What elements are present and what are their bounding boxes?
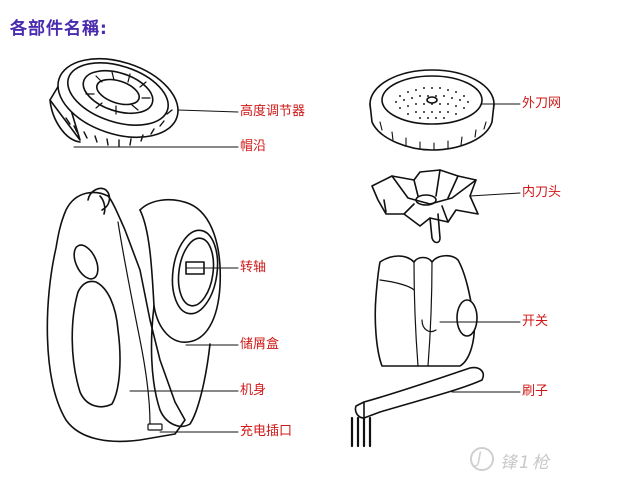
label-inner-blade: 内刀头 (522, 185, 562, 200)
label-lint-box: 储屑盒 (240, 337, 280, 352)
shaver-body-illustration (46, 187, 222, 443)
label-charging-port: 充电插口 (240, 424, 293, 439)
label-switch: 开关 (522, 314, 549, 329)
inner-blade-illustration (371, 169, 479, 244)
label-cap-brim: 帽沿 (240, 139, 267, 154)
label-brush: 刷子 (522, 384, 549, 399)
label-rotating-shaft: 转轴 (240, 260, 267, 275)
height-adjuster-illustration (49, 57, 179, 147)
parts-title: 各部件名稱: (10, 19, 108, 39)
brush-illustration (350, 366, 485, 448)
watermark: 锋1枪 (500, 453, 551, 473)
watermark-logo-icon (470, 447, 494, 471)
label-body: 机身 (240, 383, 267, 398)
label-height-adjuster: 高度调节器 (240, 104, 306, 119)
label-outer-mesh: 外刀网 (522, 96, 562, 111)
outer-mesh-illustration (369, 69, 495, 151)
switch-illustration (374, 254, 478, 367)
